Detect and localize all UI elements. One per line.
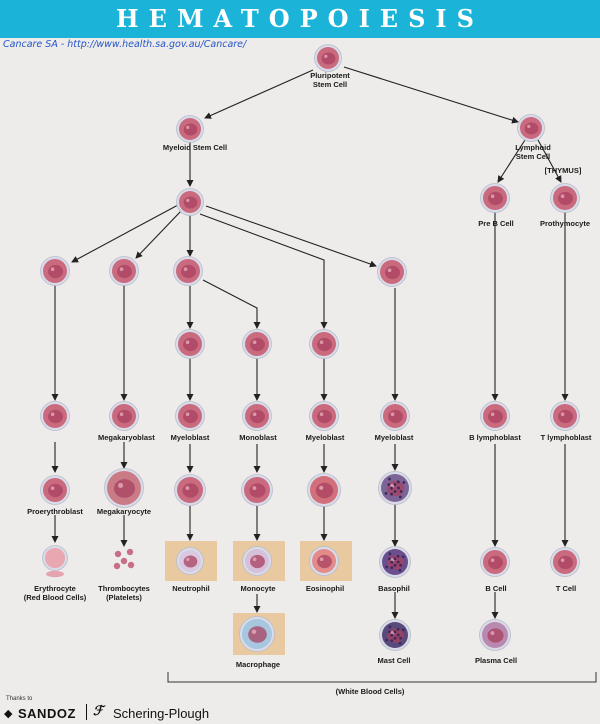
label-erythrocyte: Erythrocyte(Red Blood Cells)	[23, 584, 87, 602]
b-lymphoblast-cell-icon	[480, 401, 510, 431]
neutrophil-precursor-cell-icon	[174, 474, 206, 506]
pluripotent-stem-cell-icon	[314, 44, 342, 72]
label-macrophage: Macrophage	[235, 660, 281, 669]
progenitor-to-basophil-arrow	[205, 205, 377, 268]
page-title: HEMATOPOIESIS	[0, 0, 600, 38]
label-prothymocyte: Prothymocyte	[539, 219, 590, 228]
granulocyte-to-mono-branch-arrow	[202, 279, 261, 329]
granulocyte-progenitor-cell-icon	[173, 256, 203, 286]
monocyte-precursor-cell-icon	[241, 474, 273, 506]
lineage-arrows	[51, 66, 569, 619]
megakaryocyte-cell-icon	[104, 468, 144, 508]
erythroid-blast-cell-icon	[40, 401, 70, 431]
eos-progenitor-cell-icon	[309, 329, 339, 359]
myeloid-stem-cell-icon	[176, 115, 204, 143]
label-white-blood-cells: (White Blood Cells)	[335, 687, 405, 696]
label-monoblast: Monoblast	[239, 433, 277, 442]
prothymocyte-cell-icon	[550, 183, 580, 213]
erythrocyte-cell-icon	[42, 545, 68, 571]
label-t-cell: T Cell	[555, 584, 577, 593]
basophil-progenitor-cell-icon	[377, 257, 407, 287]
mono-progenitor-cell-icon	[242, 329, 272, 359]
label-monocyte: Monocyte	[240, 584, 276, 593]
label-thrombocytes: Thrombocytes(Platelets)	[98, 584, 150, 602]
label-megakaryocyte: Megakaryocyte	[96, 507, 152, 516]
myeloblast-2-cell-icon	[309, 401, 339, 431]
basophil-cell-icon	[379, 546, 411, 578]
megakaryoblast-cell-icon	[109, 401, 139, 431]
label-mast-cell: Mast Cell	[377, 656, 411, 665]
myeloblast-1-cell-icon	[175, 401, 205, 431]
mast-cell-cell-icon	[379, 619, 411, 651]
neutrophil-cell-icon	[176, 547, 204, 575]
label-neutrophil: Neutrophil	[172, 584, 210, 593]
lymphoid-to-prothymocyte-arrow	[537, 139, 562, 183]
schering-plough-logo-text: Schering-Plough	[113, 706, 210, 721]
label-proerythroblast: Proerythroblast	[27, 507, 83, 516]
plasma-cell-cell-icon	[479, 619, 511, 651]
monoblast-cell-icon	[242, 401, 272, 431]
lymphoid-to-preb-arrow	[497, 139, 526, 183]
label-plasma-cell: Plasma Cell	[474, 656, 518, 665]
basophil-precursor-cell-icon	[378, 471, 412, 505]
pre-b-cell-icon	[480, 183, 510, 213]
progenitor-to-erythroid-arrow	[71, 204, 179, 263]
myeloid-progenitor-cell-icon	[176, 188, 204, 216]
eosinophil-precursor-cell-icon	[307, 473, 341, 507]
sandoz-logo-icon: ◆	[4, 708, 13, 720]
sandoz-logo-text: SANDOZ	[18, 706, 76, 721]
label-myeloblast-3: Myeloblast	[374, 433, 414, 442]
label-myeloblast-2: Myeloblast	[305, 433, 345, 442]
source-citation: Cancare SA - http://www.health.sa.gov.au…	[3, 39, 247, 50]
cell-images	[40, 44, 580, 655]
macrophage-cell-icon	[239, 616, 275, 652]
erythrocyte-side-icon	[46, 570, 64, 578]
label-b-lymphoblast: B lymphoblast	[469, 433, 521, 442]
b-cell-cell-icon	[480, 547, 510, 577]
myeloblast-3-cell-icon	[380, 401, 410, 431]
eosinophil-cell-icon	[309, 546, 339, 576]
label-myeloid-stem-cell: Myeloid Stem Cell	[162, 143, 228, 152]
erythroid-progenitor-cell-icon	[40, 256, 70, 286]
thrombocytes-icon	[113, 548, 135, 570]
progenitor-to-eos-branch-arrow	[199, 213, 328, 329]
monocyte-cell-icon	[242, 546, 272, 576]
logo-divider	[86, 704, 87, 720]
label-t-lymphoblast: T lymphoblast	[540, 433, 592, 442]
neutro-progenitor-cell-icon	[175, 329, 205, 359]
pluripotent-to-lymphoid-arrow	[343, 66, 519, 124]
mega-progenitor-cell-icon	[109, 256, 139, 286]
pluripotent-to-myeloid-arrow	[204, 69, 314, 119]
label-myeloblast-1: Myeloblast	[170, 433, 210, 442]
proerythroblast-cell-icon	[40, 475, 70, 505]
schering-plough-logo-icon: ℱ	[93, 704, 104, 719]
label-b-cell: B Cell	[485, 584, 507, 593]
label-megakaryoblast: Megakaryoblast	[98, 433, 155, 442]
label-basophil: Basophil	[378, 584, 410, 593]
sponsor-footer: Thanks to ◆ SANDOZ ℱ Schering-Plough	[0, 694, 600, 724]
progenitor-to-mega-arrow	[135, 209, 183, 259]
t-lymphoblast-cell-icon	[550, 401, 580, 431]
t-cell-cell-icon	[550, 547, 580, 577]
lymphoid-stem-cell-icon	[517, 114, 545, 142]
label-pre-b-cell: Pre B Cell	[478, 219, 514, 228]
white-blood-cells-bracket	[167, 672, 597, 683]
label-eosinophil: Eosinophil	[305, 584, 345, 593]
thanks-text: Thanks to	[6, 696, 33, 702]
label-thymus: [THYMUS]	[544, 166, 582, 175]
